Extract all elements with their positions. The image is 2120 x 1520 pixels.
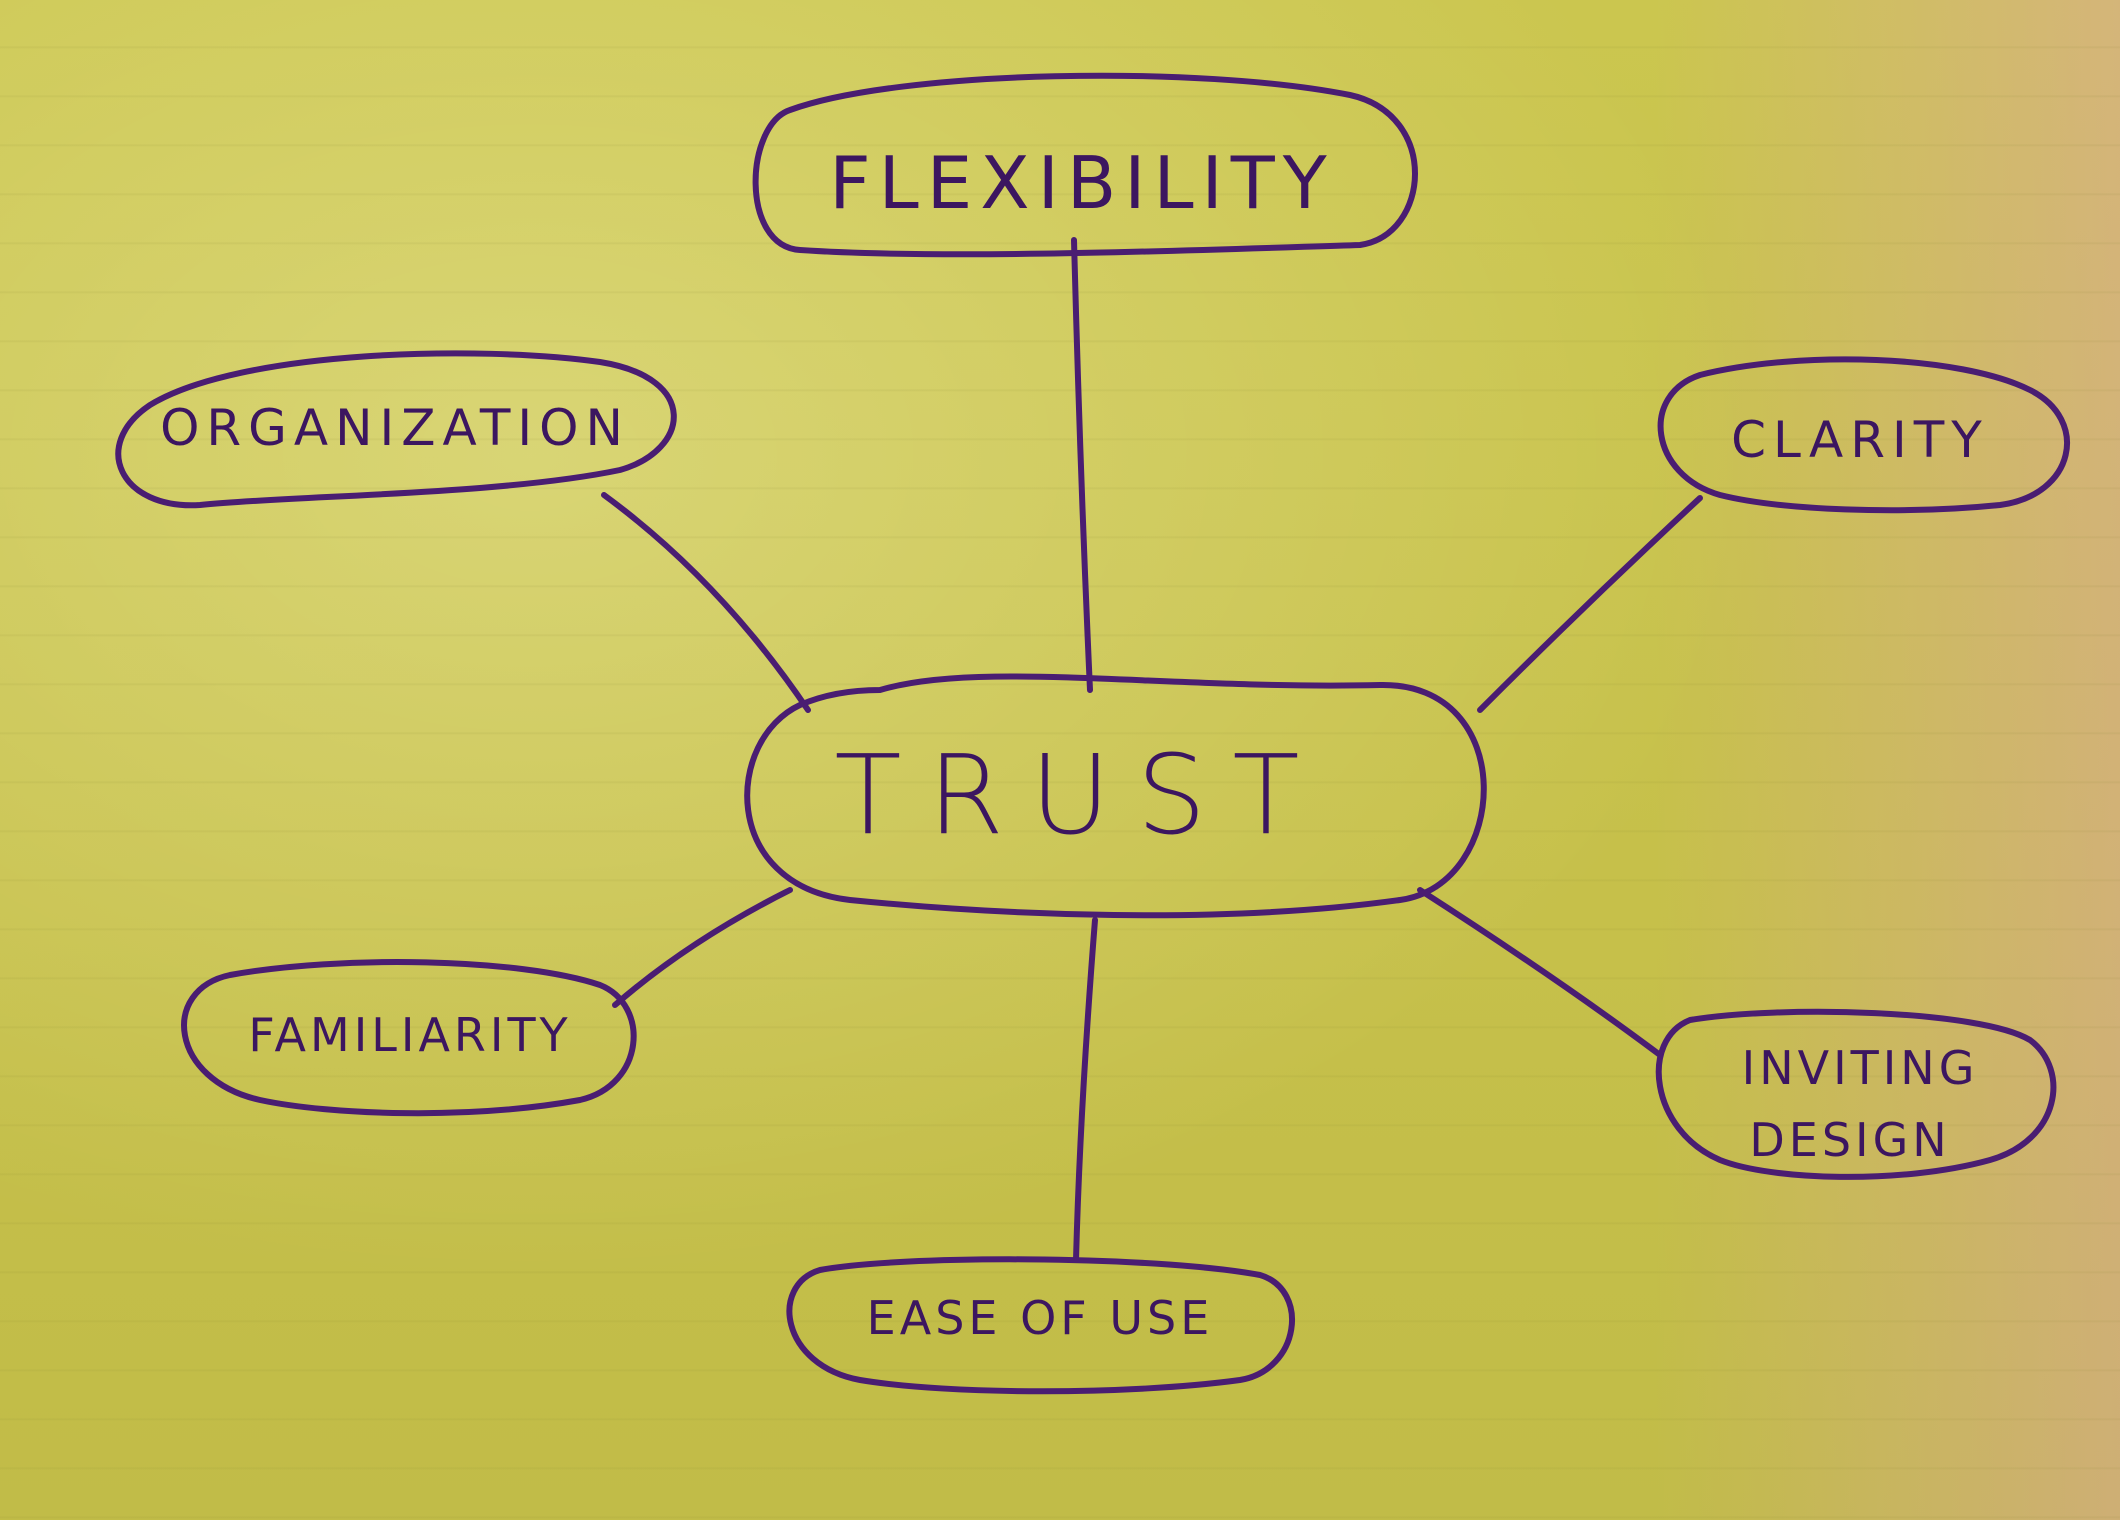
node-inviting-design-outline (1655, 1008, 2057, 1180)
node-organization-outline (115, 350, 677, 509)
node-organization: ORGANIZATION (115, 350, 677, 509)
node-flexibility: FLEXIBILITY (752, 72, 1418, 258)
node-organization-label: ORGANIZATION (160, 399, 630, 457)
node-inviting-design: INVITING DESIGN (1655, 1008, 2057, 1180)
node-familiarity-label: FAMILIARITY (248, 1008, 571, 1062)
node-clarity-outline (1657, 356, 2070, 514)
connector-inviting-design (1417, 887, 1663, 1058)
node-flexibility-outline (752, 72, 1418, 258)
node-ease-of-use: EASE OF USE (786, 1256, 1296, 1395)
node-trust-outline (744, 673, 1487, 919)
node-clarity: CLARITY (1657, 356, 2070, 514)
connector-ease-of-use (1073, 917, 1098, 1263)
connector-familiarity (612, 887, 793, 1008)
node-familiarity-outline (181, 959, 637, 1117)
connector-clarity (1477, 495, 1703, 713)
node-ease-of-use-outline (786, 1256, 1296, 1395)
node-ease-of-use-label: EASE OF USE (867, 1291, 1214, 1345)
connectors (601, 237, 1703, 1263)
node-flexibility-label: FLEXIBILITY (829, 141, 1335, 225)
node-trust: TRUST (744, 673, 1487, 919)
node-trust-label: TRUST (834, 731, 1325, 859)
node-inviting-design-label-line2: DESIGN (1749, 1113, 1950, 1167)
connector-organization (601, 492, 811, 713)
node-clarity-label: CLARITY (1731, 411, 1989, 469)
node-familiarity: FAMILIARITY (181, 959, 637, 1117)
node-inviting-design-label-line1: INVITING (1742, 1041, 1979, 1095)
connector-flexibility (1071, 237, 1093, 693)
